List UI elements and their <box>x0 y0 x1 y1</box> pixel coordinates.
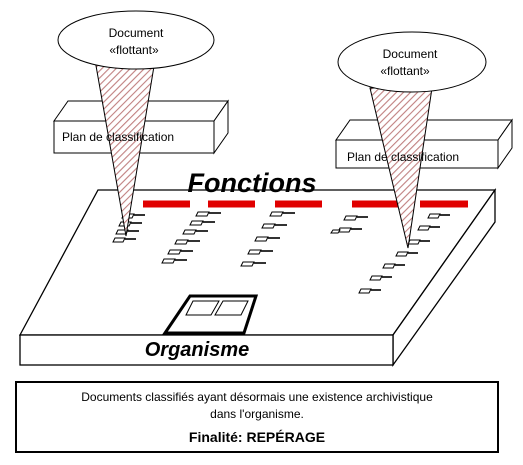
finality-label: Finalité: <box>188 429 243 445</box>
document-stack <box>330 215 368 234</box>
document-stack <box>161 211 221 264</box>
finality-statement: Finalité: REPÉRAGE <box>17 429 497 445</box>
document-stacks <box>112 211 450 294</box>
diagram-canvas: Plan de classification Plan de classific… <box>18 10 513 368</box>
organism-platform <box>18 187 497 368</box>
floating-document-title: Document <box>383 47 438 61</box>
caption-line-1: Documents classifiés ayant désormais une… <box>81 390 433 404</box>
organism-door-icon <box>162 294 259 335</box>
floating-document-subtitle: «flottant» <box>380 64 430 78</box>
platform-front <box>19 334 394 366</box>
document-stack <box>240 211 295 267</box>
caption-box: Documents classifiés ayant désormais une… <box>15 381 499 453</box>
document-stack <box>358 213 450 294</box>
floating-document-subtitle: «flottant» <box>109 43 159 57</box>
floating-document-right: Document «flottant» <box>337 31 487 93</box>
floating-document-left: Document «flottant» <box>57 10 215 70</box>
caption-line-2: dans l'organisme. <box>210 407 304 421</box>
functions-label: Fonctions <box>188 168 317 198</box>
classification-plan-label: Plan de classification <box>62 130 174 144</box>
organism-label: Organisme <box>145 339 249 361</box>
classification-plan-label: Plan de classification <box>347 150 459 164</box>
floating-document-title: Document <box>109 26 164 40</box>
finality-value: REPÉRAGE <box>246 429 326 445</box>
